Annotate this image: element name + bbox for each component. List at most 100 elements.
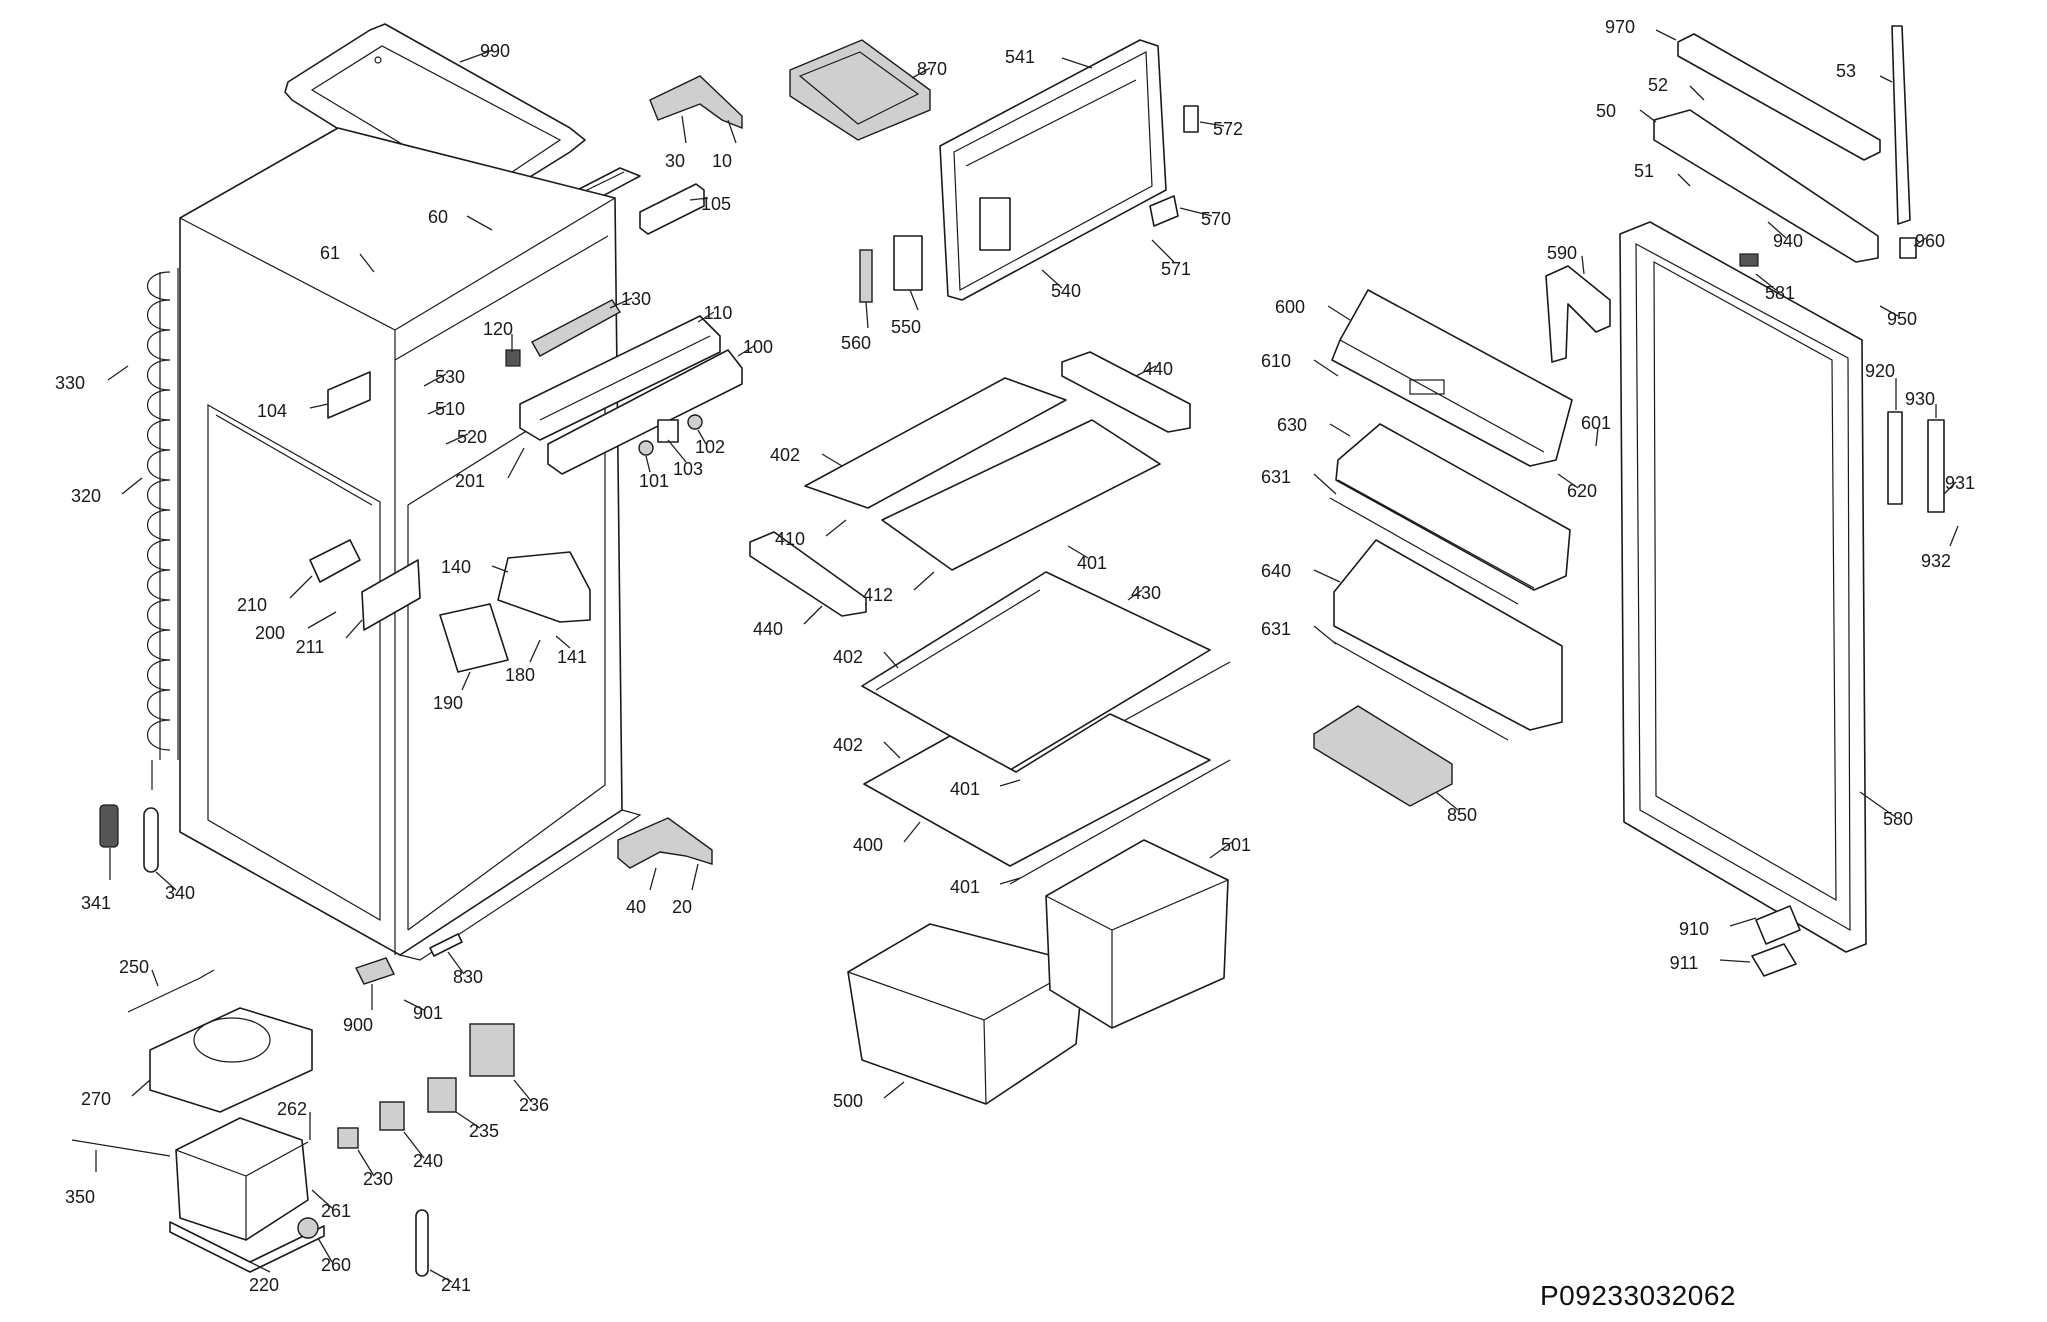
part-label-430: 430	[1131, 583, 1161, 603]
leader-line-201	[507, 447, 525, 479]
part-930	[1927, 419, 1945, 513]
leader-line-601	[1595, 427, 1599, 447]
leader-line-60	[466, 215, 493, 231]
leader-line-581	[1755, 273, 1777, 291]
part-label-950: 950	[1887, 309, 1917, 329]
part-label-20: 20	[672, 897, 692, 917]
leader-line-571	[1151, 239, 1175, 263]
leader-line-402	[883, 741, 901, 759]
leader-line-402	[821, 453, 843, 467]
leader-line-330	[107, 365, 129, 381]
part-label-350: 350	[65, 1187, 95, 1207]
part-label-105: 105	[701, 194, 731, 214]
leader-line-870	[911, 67, 931, 79]
part-560	[859, 249, 873, 303]
part-label-320: 320	[71, 486, 101, 506]
part-190	[439, 603, 509, 673]
leader-line-580	[1859, 791, 1895, 817]
part-label-261: 261	[321, 1201, 351, 1221]
part-label-341: 341	[81, 893, 111, 913]
part-label-40: 40	[626, 897, 646, 917]
part-960	[1899, 237, 1917, 259]
part-label-10: 10	[712, 151, 732, 171]
leader-line-540	[1041, 269, 1063, 289]
leader-line-500	[883, 1081, 905, 1099]
part-bin-600	[1331, 289, 1573, 467]
part-105	[639, 183, 705, 235]
part-581	[1739, 253, 1759, 267]
part-shelf-400	[863, 713, 1211, 867]
leader-line-970	[1655, 29, 1677, 41]
leader-line-261	[311, 1189, 333, 1209]
part-910	[1755, 905, 1801, 945]
leader-line-141	[555, 635, 571, 649]
leader-line-401	[999, 779, 1021, 787]
part-label-402: 402	[833, 647, 863, 667]
leader-line-630	[1329, 423, 1351, 437]
leader-line-560	[865, 301, 869, 329]
part-631-strip-a	[1329, 497, 1519, 605]
part-label-201: 201	[455, 471, 485, 491]
leader-line-401	[1067, 545, 1089, 559]
leader-line-932	[1949, 525, 1959, 547]
leader-line-61	[359, 253, 375, 273]
part-label-910: 910	[1679, 919, 1709, 939]
leader-line-211	[345, 619, 363, 639]
leader-line-102	[697, 429, 707, 445]
part-label-53: 53	[1836, 61, 1856, 81]
leader-line-40	[649, 867, 657, 891]
part-120	[505, 349, 521, 367]
part-590	[1545, 265, 1611, 363]
part-350-tube	[71, 1139, 171, 1157]
part-label-130: 130	[621, 289, 651, 309]
part-label-52: 52	[1648, 75, 1668, 95]
part-label-401: 401	[1077, 553, 1107, 573]
part-label-930: 930	[1905, 389, 1935, 409]
leader-line-501	[1209, 841, 1233, 859]
leader-line-51	[1677, 173, 1691, 187]
part-440-lower	[749, 531, 867, 617]
part-label-581: 581	[1765, 283, 1795, 303]
part-label-500: 500	[833, 1091, 863, 1111]
part-label-50: 50	[1596, 101, 1616, 121]
leader-line-631	[1313, 625, 1337, 645]
part-label-572: 572	[1213, 119, 1243, 139]
part-label-100: 100	[743, 337, 773, 357]
part-label-530: 530	[435, 367, 465, 387]
leader-line-830	[447, 951, 465, 975]
leader-line-110	[697, 311, 715, 323]
part-label-120: 120	[483, 319, 513, 339]
leader-line-52	[1689, 85, 1705, 101]
part-label-102: 102	[695, 437, 725, 457]
leader-line-590	[1581, 255, 1585, 275]
part-101	[638, 440, 654, 456]
part-label-920: 920	[1865, 361, 1895, 381]
part-egg-tray	[1313, 705, 1453, 807]
part-compressor-tray	[149, 1007, 313, 1113]
part-104	[327, 371, 371, 419]
part-130	[531, 299, 622, 357]
part-572	[1183, 105, 1199, 133]
leader-line-640	[1313, 569, 1341, 583]
leader-line-260	[317, 1237, 333, 1263]
leader-line-104	[309, 403, 329, 409]
leader-line-105	[689, 197, 709, 201]
part-570	[1149, 195, 1179, 227]
part-260	[297, 1217, 319, 1239]
part-bin-630	[1335, 423, 1571, 591]
part-label-940: 940	[1773, 231, 1803, 251]
leader-line-541	[1061, 57, 1093, 69]
part-830	[429, 933, 463, 957]
leader-line-510	[427, 405, 447, 415]
part-drawer-501	[1045, 839, 1229, 1029]
part-label-330: 330	[55, 373, 85, 393]
leader-line-620	[1557, 473, 1579, 489]
part-100	[547, 349, 743, 475]
part-shelf-410	[804, 377, 1067, 509]
leader-line-180	[529, 639, 541, 663]
part-211	[361, 559, 421, 631]
part-label-631: 631	[1261, 619, 1291, 639]
part-label-210: 210	[237, 595, 267, 615]
